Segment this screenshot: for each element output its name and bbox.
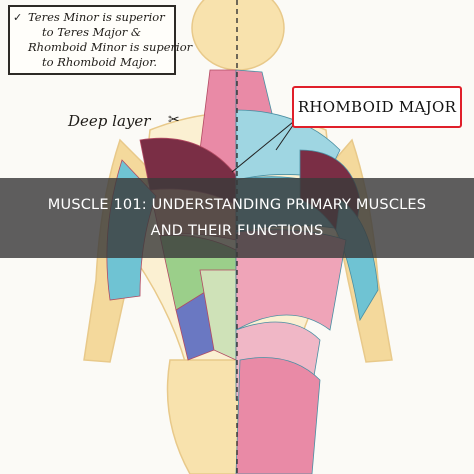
rhomboid-major-callout: RHOMBOID MAJOR [292, 86, 462, 128]
title-line-1: MUSCLE 101: UNDERSTANDING PRIMARY MUSCLE… [47, 197, 427, 213]
title-banner: MUSCLE 101: UNDERSTANDING PRIMARY MUSCLE… [0, 178, 474, 258]
info-note: ✓ Teres Minor is superior to Teres Major… [8, 5, 193, 75]
note-line-3: Rhomboid Minor is superior [28, 40, 193, 54]
note-line-1: Teres Minor is superior [28, 10, 165, 24]
superficial-layer-muscles [235, 69, 379, 474]
title-line-2: AND THEIR FUNCTIONS [150, 223, 324, 239]
deep-layer-label: Deep layer [68, 112, 151, 130]
check-icon: ✓ [13, 11, 23, 24]
scissors-icon: ✂ [168, 113, 180, 128]
note-line-4: to Rhomboid Major. [42, 55, 158, 69]
note-line-2: to Teres Major & [42, 25, 142, 39]
